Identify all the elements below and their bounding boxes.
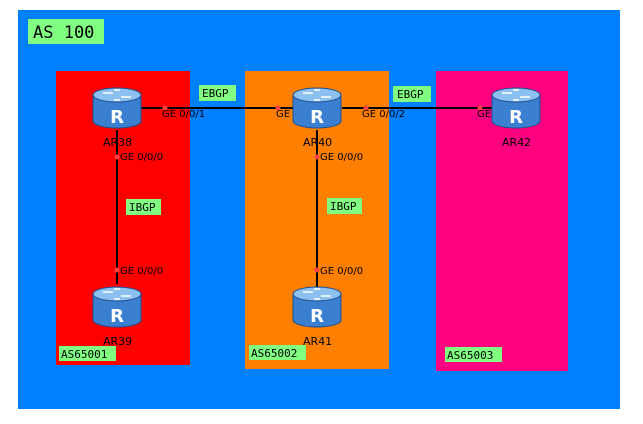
router-label-ar39: AR39 bbox=[103, 335, 132, 348]
port-dot bbox=[114, 267, 120, 273]
port-label-ar38-ge000: GE 0/0/0 bbox=[120, 152, 163, 163]
ibgp-label-1: IBGP bbox=[129, 201, 156, 214]
router-icon: R bbox=[292, 286, 342, 328]
port-dot bbox=[162, 105, 168, 111]
router-ar38[interactable]: R bbox=[92, 87, 142, 129]
port-label-ar40-ge000: GE 0/0/0 bbox=[320, 152, 363, 163]
router-label-ar38: AR38 bbox=[103, 136, 132, 149]
ebgp-label-2: EBGP bbox=[397, 88, 424, 101]
ibgp-label-bg bbox=[327, 198, 362, 214]
router-ar40[interactable]: R bbox=[292, 87, 342, 129]
ebgp-label-bg bbox=[393, 86, 431, 102]
router-label-ar42: AR42 bbox=[502, 136, 531, 149]
port-dot bbox=[114, 154, 120, 160]
router-ar42[interactable]: R bbox=[491, 87, 541, 129]
router-glyph: R bbox=[310, 107, 324, 128]
port-label-ar41-ge000: GE 0/0/0 bbox=[320, 266, 363, 277]
router-ar39[interactable]: R bbox=[92, 286, 142, 328]
as65003-label-bg bbox=[445, 347, 502, 362]
router-glyph: R bbox=[509, 107, 523, 128]
as65001-label: AS65001 bbox=[61, 348, 107, 361]
port-label-ar39-ge000: GE 0/0/0 bbox=[120, 266, 163, 277]
as65003-label: AS65003 bbox=[447, 349, 493, 362]
router-icon: R bbox=[92, 87, 142, 129]
as65002-label-bg bbox=[249, 345, 306, 360]
port-dot bbox=[314, 267, 320, 273]
as65001-label-bg bbox=[59, 346, 116, 361]
ibgp-label-2: IBGP bbox=[330, 200, 357, 213]
router-label-ar40: AR40 bbox=[303, 136, 332, 149]
as100-label-bg bbox=[28, 19, 104, 44]
ebgp-label-bg bbox=[199, 85, 236, 101]
as100-label: AS 100 bbox=[33, 23, 94, 43]
router-glyph: R bbox=[110, 306, 124, 327]
routers: R R R R R bbox=[92, 87, 541, 328]
port-label-ar38-ge001: GE 0/0/1 bbox=[162, 109, 205, 120]
router-glyph: R bbox=[310, 306, 324, 327]
as65002-label: AS65002 bbox=[251, 347, 297, 360]
router-label-ar41: AR41 bbox=[303, 335, 332, 348]
port-dot bbox=[314, 154, 320, 160]
router-icon: R bbox=[491, 87, 541, 129]
port-dot bbox=[477, 105, 483, 111]
router-icon: R bbox=[292, 87, 342, 129]
protocol-labels: EBGP EBGP IBGP IBGP bbox=[126, 85, 431, 215]
ebgp-label-1: EBGP bbox=[202, 87, 229, 100]
router-icon: R bbox=[92, 286, 142, 328]
port-dots bbox=[114, 105, 483, 273]
port-dot bbox=[363, 105, 369, 111]
as-labels: AS65001 AS65002 AS65003 bbox=[59, 345, 502, 362]
ibgp-label-bg bbox=[126, 199, 161, 215]
router-labels: AR38 AR39 AR40 AR41 AR42 bbox=[103, 136, 531, 348]
router-glyph: R bbox=[110, 107, 124, 128]
router-ar41[interactable]: R bbox=[292, 286, 342, 328]
port-dot bbox=[275, 105, 281, 111]
port-label-ar40-ge002: GE 0/0/2 bbox=[362, 109, 405, 120]
